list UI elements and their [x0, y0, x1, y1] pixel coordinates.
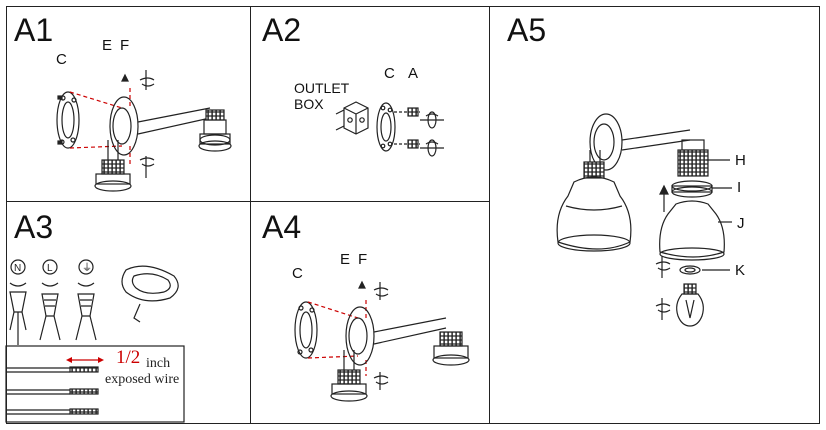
a3-electrical-tape [121, 265, 179, 323]
a1-dashed-guides [69, 88, 131, 165]
a1-mounting-bracket [56, 91, 80, 149]
a1-canopy [107, 96, 211, 156]
a1-label-e: E [102, 37, 113, 54]
a2-bracket [376, 102, 396, 152]
a4-socket-left [330, 360, 368, 402]
a1-label-f: F [120, 37, 130, 54]
panel-a4-title: A4 [262, 209, 302, 245]
wire-strip-length: 1/2 [116, 347, 141, 368]
wire-strip-unit: inch [146, 356, 171, 371]
a5-label-k: K [735, 262, 746, 279]
a3-ground-symbols: N L ⏚ [9, 259, 95, 287]
a2-outlet-box-label: OUTLET BOX [294, 80, 349, 112]
a5-socket-h [677, 139, 730, 177]
a5-ring-k [655, 256, 730, 278]
a5-bulb [655, 283, 704, 327]
a5-installed-shade [556, 161, 632, 252]
a5-label-j: J [737, 215, 745, 232]
a5-label-i: I [737, 179, 742, 196]
a2-label-c: C [384, 65, 395, 82]
a2-screws [394, 107, 444, 157]
wire-strip-caption: exposed wire [105, 372, 180, 387]
a4-rotate-arrows [358, 280, 389, 390]
outlet-line-2: BOX [294, 96, 324, 113]
panel-a3-title: A3 [14, 209, 54, 245]
a4-canopy [343, 306, 447, 366]
a5-shade-j [659, 184, 732, 261]
panel-a1 [6, 6, 252, 203]
live-symbol: L [47, 263, 53, 274]
outlet-line-1: OUTLET [294, 80, 350, 96]
panel-a3 [6, 201, 252, 424]
panel-a4 [250, 201, 491, 424]
neutral-symbol: N [14, 263, 21, 274]
a3-wire-strip [5, 345, 185, 423]
ground-symbol: ⏚ [82, 262, 92, 274]
a3-wire-nuts [9, 291, 97, 345]
a1-socket-left [94, 150, 132, 192]
a4-label-c: C [292, 265, 303, 282]
a4-socket-right [432, 331, 470, 366]
panel-a5 [489, 6, 820, 424]
a1-label-c: C [56, 51, 67, 68]
a5-canopy [589, 113, 691, 171]
a4-mounting-bracket [294, 301, 318, 359]
panel-a2-title: A2 [262, 12, 302, 48]
a5-label-h: H [735, 152, 746, 169]
a2-outlet-box [335, 101, 369, 135]
a1-rotate-arrows [121, 70, 155, 178]
a5-ring-i [671, 180, 732, 198]
panel-a2 [250, 6, 491, 203]
a4-label-f: F [358, 251, 368, 268]
panel-a5-title: A5 [507, 12, 547, 48]
a2-label-a: A [408, 65, 419, 82]
a4-label-e: E [340, 251, 351, 268]
panel-a1-title: A1 [14, 12, 54, 48]
a1-socket-right [198, 109, 232, 152]
